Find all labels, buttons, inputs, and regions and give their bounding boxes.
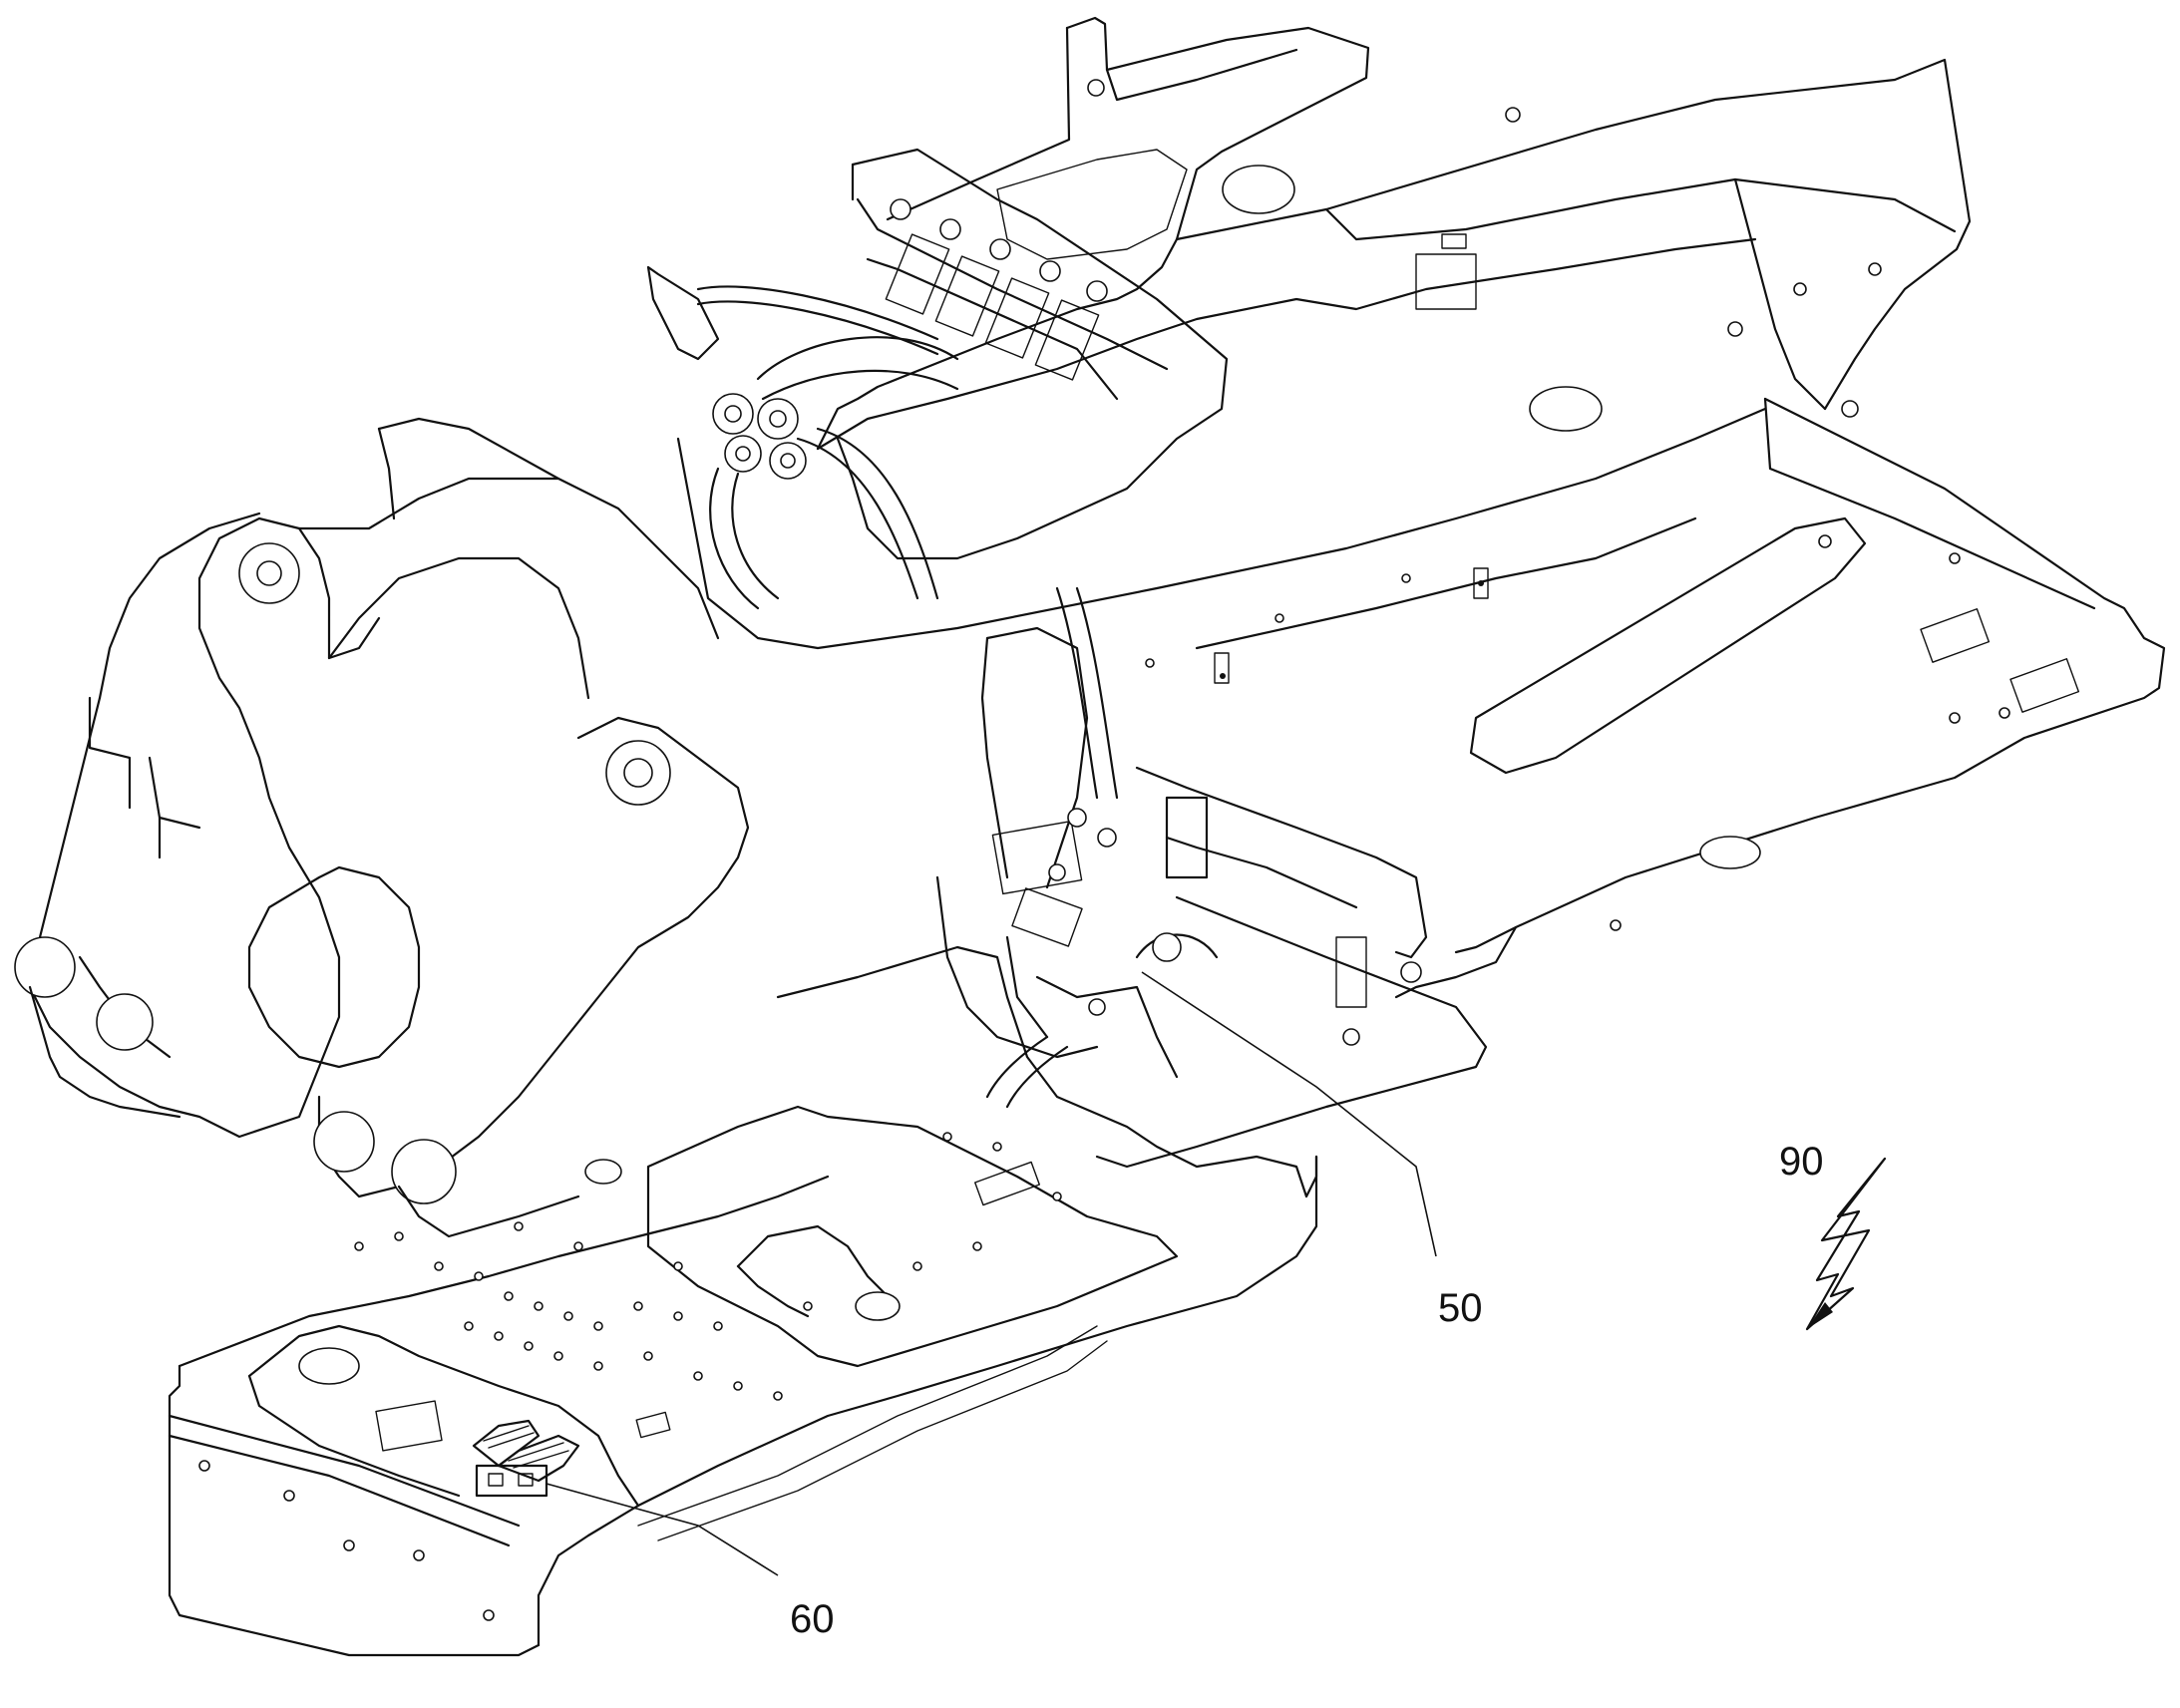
reference-numeral-60: 60: [790, 1597, 835, 1641]
valve-block: [646, 148, 1229, 800]
center-plate: [676, 237, 1767, 684]
frame-mounted-assembly: [935, 626, 1488, 1169]
boom-bracket: [14, 417, 750, 1238]
reference-numeral-90: 90: [1779, 1140, 1824, 1184]
cab-floor-plate: [168, 945, 1318, 1657]
pedal-assembly: [472, 1419, 580, 1498]
leader-lines: [545, 971, 1437, 1576]
lightning-bolt-arrow-icon: [1805, 1157, 1887, 1331]
rear-frame: [816, 16, 1972, 451]
view-indicator: [1805, 1157, 1887, 1331]
reference-numeral-50: 50: [1438, 1286, 1483, 1330]
right-deck-plate: [1394, 397, 2166, 999]
